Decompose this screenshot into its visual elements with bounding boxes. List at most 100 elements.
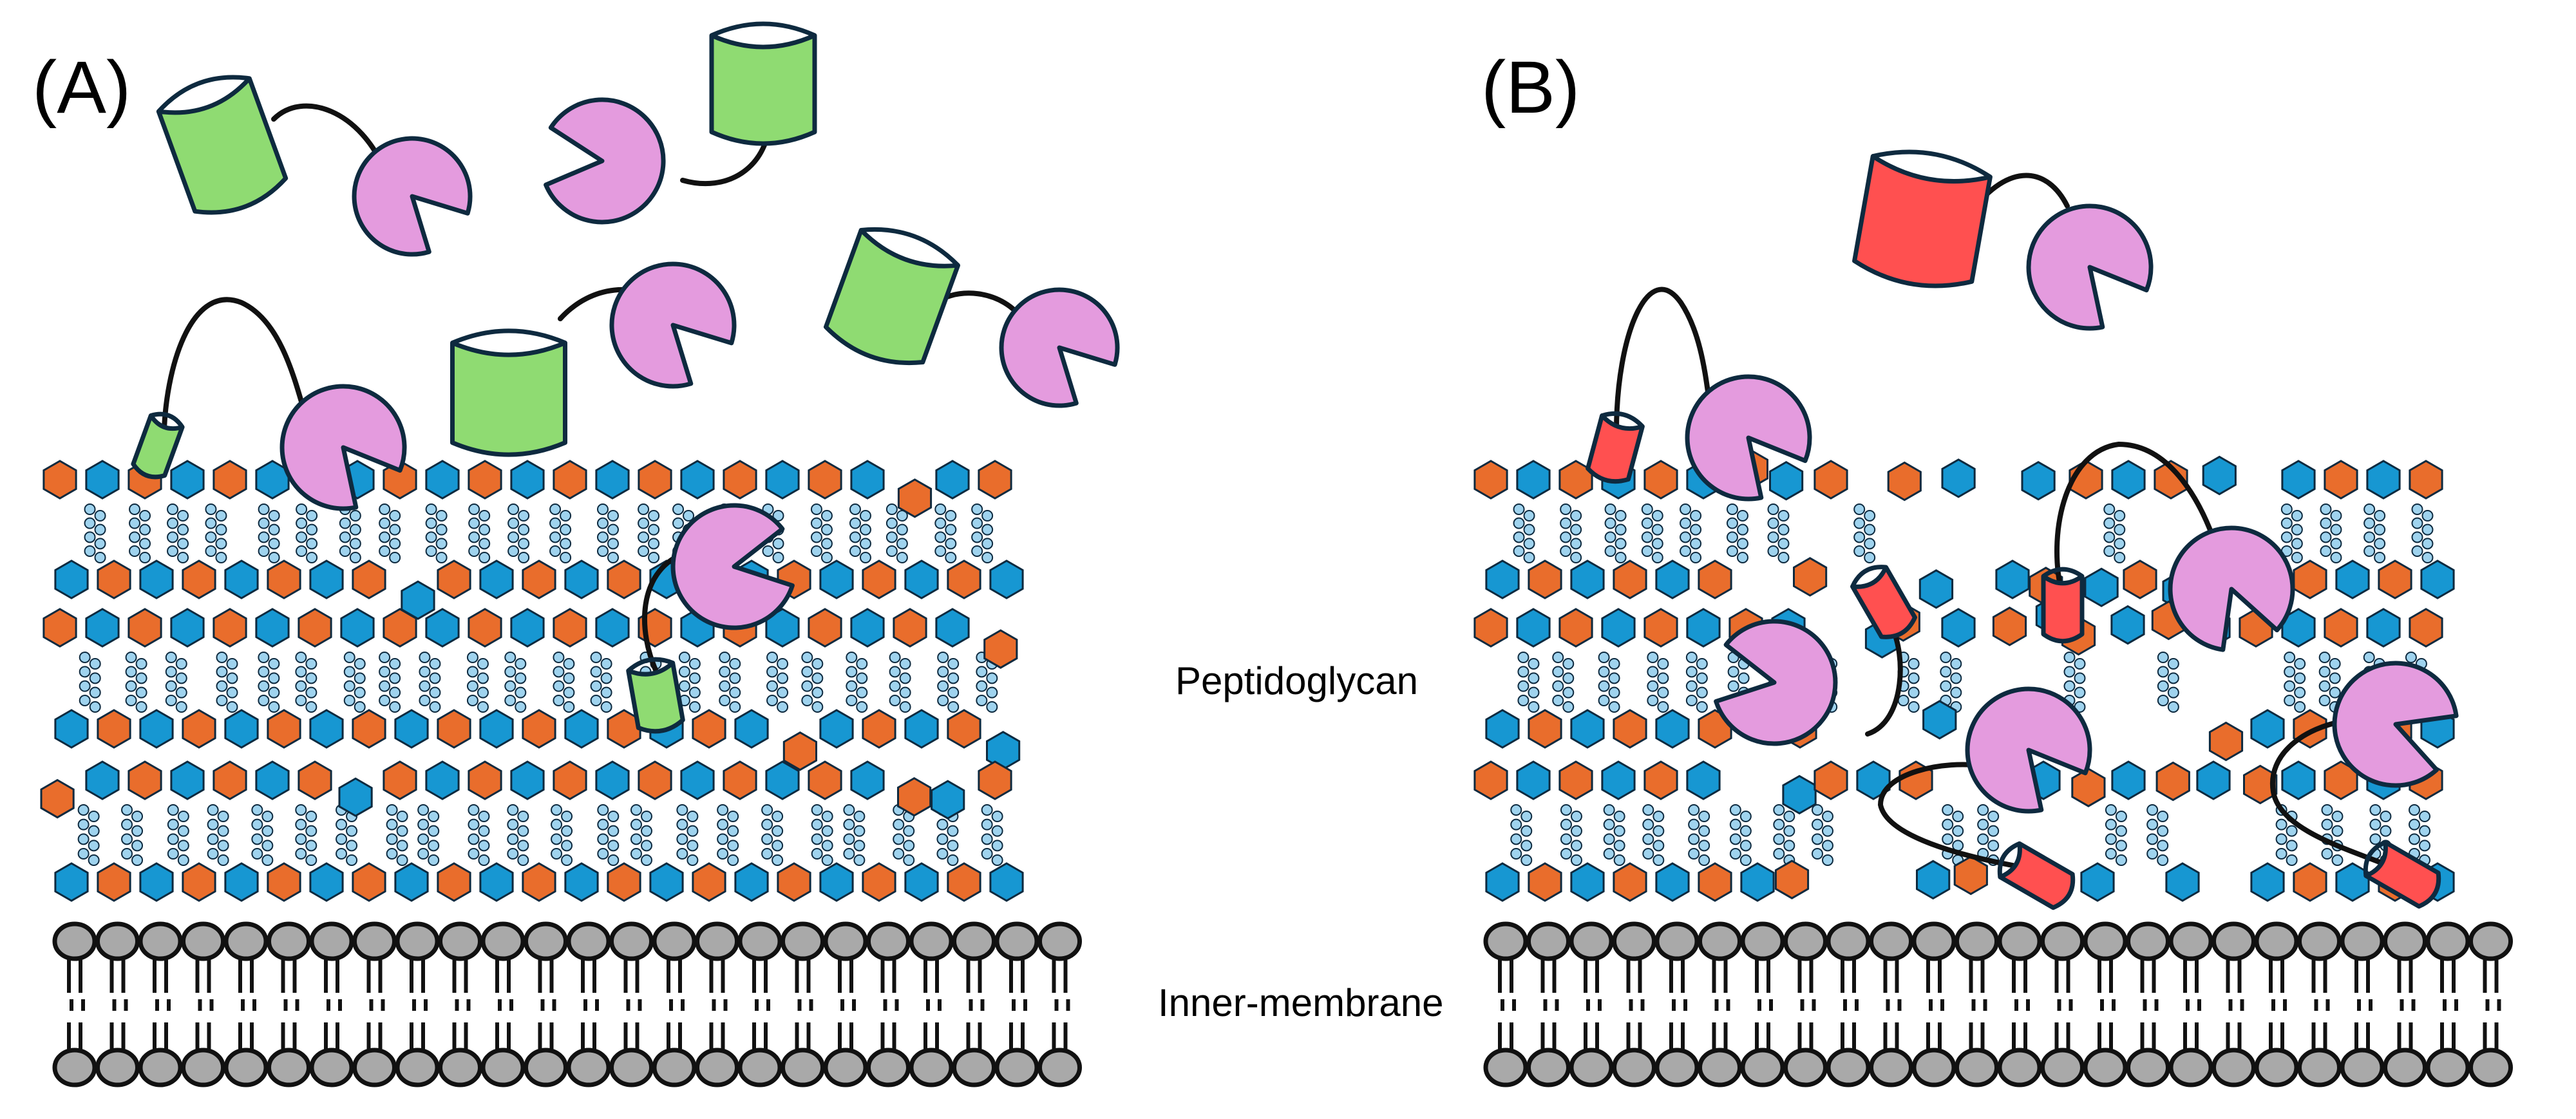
crosslink-bead bbox=[859, 538, 871, 550]
crosslink-bead bbox=[2284, 680, 2296, 692]
crosslink-bead bbox=[727, 825, 739, 837]
glycan-unit bbox=[2281, 760, 2316, 800]
crosslink-bead bbox=[77, 848, 90, 860]
lipid-head bbox=[2425, 1048, 2470, 1087]
crosslink-bead bbox=[2318, 695, 2331, 706]
crosslink-bead bbox=[343, 680, 355, 692]
crosslink-bead bbox=[1690, 523, 1702, 536]
glycan-unit bbox=[904, 709, 939, 749]
glycan-unit bbox=[1570, 560, 1605, 599]
glycan-unit bbox=[437, 862, 471, 902]
glycan-unit bbox=[1473, 460, 1508, 500]
crosslink-bead bbox=[1773, 833, 1785, 845]
crosslink-bead bbox=[607, 510, 619, 522]
glycan-unit bbox=[383, 608, 417, 648]
glycan-unit bbox=[564, 560, 599, 599]
crosslink-bead bbox=[563, 658, 575, 670]
crosslink-bead bbox=[687, 825, 699, 837]
lipid-head bbox=[1955, 1048, 1999, 1087]
crosslink-bead bbox=[2421, 510, 2434, 522]
crosslink-bead bbox=[886, 545, 898, 557]
lipid-head bbox=[1526, 921, 1571, 961]
glycan-unit bbox=[54, 560, 89, 599]
crosslink-bead bbox=[729, 672, 741, 684]
crosslink-bead bbox=[934, 545, 947, 557]
crosslink-bead bbox=[1688, 848, 1700, 860]
crosslink-bead bbox=[88, 854, 100, 866]
glycan-unit bbox=[777, 862, 811, 902]
crosslink-bead bbox=[937, 695, 949, 706]
crosslink-bead bbox=[339, 531, 351, 543]
catalytic-domain-icon bbox=[2026, 203, 2154, 331]
crosslink-bead bbox=[856, 701, 868, 713]
glycan-unit bbox=[553, 760, 587, 800]
catalytic-domain-icon bbox=[2332, 661, 2459, 788]
lipid-head bbox=[1569, 1048, 1614, 1087]
crosslink-bead bbox=[1680, 503, 1692, 515]
lipid-head bbox=[352, 1048, 397, 1087]
crosslink-bead bbox=[947, 686, 960, 699]
glycan-unit bbox=[1643, 460, 1678, 500]
crosslink-bead bbox=[1783, 811, 1795, 822]
crosslink-bead bbox=[630, 833, 642, 845]
crosslink-bead bbox=[777, 686, 789, 699]
crosslink-bead bbox=[981, 833, 993, 845]
crosslink-bead bbox=[268, 672, 280, 684]
lipid-head bbox=[823, 921, 868, 961]
lipid-head bbox=[1740, 921, 1785, 961]
glycan-unit bbox=[595, 460, 630, 500]
glycan-unit bbox=[607, 862, 641, 902]
glycan-unit bbox=[267, 560, 301, 599]
binding-domain-icon bbox=[1850, 565, 1917, 639]
glycan-unit bbox=[510, 760, 545, 800]
crosslink-bead bbox=[856, 686, 868, 699]
crosslink-bead bbox=[648, 552, 660, 563]
glycan-unit bbox=[437, 560, 471, 599]
glycan-unit bbox=[1473, 608, 1508, 648]
crosslink-bead bbox=[354, 686, 366, 699]
glycan-unit bbox=[1793, 557, 1828, 597]
glycan-unit bbox=[808, 608, 842, 648]
crosslink-bead bbox=[94, 510, 106, 522]
lipid-head bbox=[1783, 1048, 1828, 1087]
crosslink-bead bbox=[717, 804, 729, 816]
crosslink-bead bbox=[88, 811, 100, 822]
glycan-unit bbox=[1516, 460, 1551, 500]
crosslink-bead bbox=[2331, 825, 2344, 837]
crosslink-bead bbox=[1528, 658, 1540, 670]
crosslink-bead bbox=[261, 825, 274, 837]
crosslink-bead bbox=[1552, 695, 1564, 706]
glycan-unit bbox=[468, 760, 502, 800]
crosslink-bead bbox=[2114, 523, 2126, 536]
glycan-unit bbox=[468, 460, 502, 500]
crosslink-bead bbox=[976, 666, 988, 678]
crosslink-bead bbox=[167, 503, 179, 515]
crosslink-bead bbox=[1777, 523, 1790, 536]
crosslink-bead bbox=[1696, 658, 1708, 670]
crosslink-bead bbox=[295, 848, 307, 860]
glycan-unit bbox=[255, 760, 290, 800]
crosslink-bead bbox=[936, 833, 949, 845]
crosslink-bead bbox=[551, 804, 563, 816]
crosslink-bead bbox=[2363, 503, 2376, 515]
crosslink-bead bbox=[1811, 818, 1823, 831]
crosslink-bead bbox=[1562, 701, 1575, 713]
crosslink-bead bbox=[515, 658, 527, 670]
crosslink-bead bbox=[821, 854, 833, 866]
crosslink-bead bbox=[811, 672, 824, 684]
glycan-unit bbox=[723, 760, 757, 800]
glycan-unit bbox=[897, 776, 932, 817]
glycan-unit bbox=[352, 709, 386, 749]
crosslink-bead bbox=[1523, 510, 1535, 522]
crosslink-bead bbox=[1653, 854, 1665, 866]
lipid-head bbox=[223, 921, 269, 961]
crosslink-bead bbox=[2284, 652, 2296, 663]
crosslink-bead bbox=[2363, 545, 2376, 557]
glycan-unit bbox=[692, 709, 726, 749]
crosslink-bead bbox=[435, 538, 448, 550]
glycan-unit bbox=[553, 608, 587, 648]
crosslink-bead bbox=[1523, 538, 1535, 550]
lipid-head bbox=[52, 1048, 97, 1087]
catalytic-domain-icon bbox=[1714, 619, 1838, 746]
panel-b bbox=[1473, 149, 2513, 1087]
